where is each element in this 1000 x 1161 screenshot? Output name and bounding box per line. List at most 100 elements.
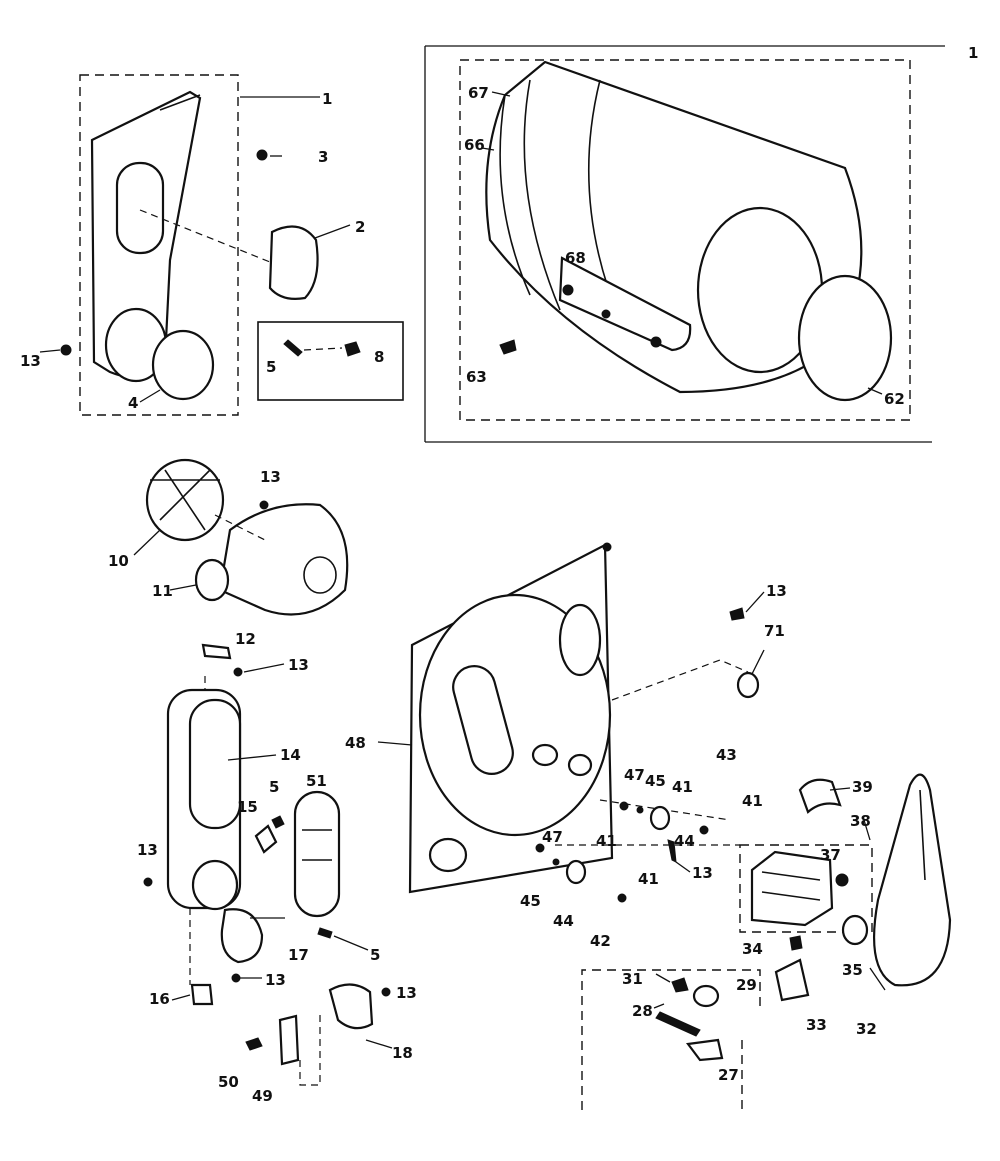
baffle-screw-3 (650, 336, 662, 348)
screw-part-13-duct (143, 877, 153, 887)
label-34: 34 (742, 940, 763, 958)
label-47a: 47 (624, 766, 645, 784)
leader-2 (314, 224, 351, 239)
leader-39 (829, 787, 851, 791)
label-1: 1 (322, 90, 332, 108)
label-8: 8 (374, 348, 384, 366)
leader-66 (481, 147, 495, 151)
leader-62 (867, 387, 883, 395)
figure-id: 1 (968, 44, 978, 62)
leader-16 (171, 994, 191, 1001)
label-45b: 45 (520, 892, 541, 910)
grommet-part-71 (736, 671, 760, 699)
screw-part-5-duct (271, 815, 285, 829)
label-14: 14 (280, 746, 301, 764)
bulkhead-hole-2 (531, 743, 559, 767)
bulkhead-hole-1 (428, 837, 468, 873)
motor-frame (739, 844, 873, 933)
front-panel-top-edge (159, 94, 201, 111)
clip-part-8 (344, 341, 361, 357)
washer-part-45-upper (636, 806, 644, 814)
screw-part-13-thermostat (231, 973, 241, 983)
label-41c: 41 (596, 832, 617, 850)
screw-part-13-clip (233, 667, 243, 677)
label-63: 63 (466, 368, 487, 386)
leader-10 (133, 529, 161, 556)
inset-box (257, 321, 404, 401)
leader-38 (863, 819, 871, 841)
screw-part-5-filter (317, 927, 333, 939)
idler-shaft-part-28 (655, 1011, 701, 1037)
screw-part-13-bulkhead (729, 607, 745, 621)
drum-seal-part-62 (797, 274, 893, 402)
pulley-part-35 (841, 914, 869, 946)
fuse-holder-part-18 (328, 983, 374, 1030)
inset-alignment-line (303, 347, 343, 351)
label-5c: 5 (370, 946, 380, 964)
clip-part-12 (201, 643, 232, 660)
label-49: 49 (252, 1087, 273, 1105)
screw-part-41-lower (617, 893, 627, 903)
label-33: 33 (806, 1016, 827, 1034)
roller-part-44-lower (565, 859, 587, 885)
bulkhead-air-inlet (452, 665, 514, 775)
blower-housing-part-11 (218, 503, 349, 616)
label-10: 10 (108, 552, 129, 570)
label-13e: 13 (265, 971, 286, 989)
baffle-screw-1 (562, 284, 574, 296)
blower-housing-hub (303, 556, 337, 594)
leader-71 (751, 649, 765, 675)
bulkhead-corner-screw (602, 542, 612, 552)
screw-part-41-upper (699, 825, 709, 835)
label-13b: 13 (260, 468, 281, 486)
screw-part-5-inset (283, 339, 303, 357)
leader-13a (39, 349, 61, 353)
label-31: 31 (622, 970, 643, 988)
roller-part-44-upper (649, 805, 671, 831)
blower-housing-inlet (194, 558, 230, 602)
clip-part-39 (798, 778, 842, 814)
label-41a: 41 (672, 778, 693, 796)
drum-rib-1 (523, 79, 561, 311)
label-13a: 13 (20, 352, 41, 370)
leader-31 (655, 973, 671, 983)
belt-inner-line (919, 789, 926, 881)
motor-group: 39 38 37 34 35 33 32 (739, 773, 952, 1038)
leader-13g (745, 591, 765, 613)
label-5b: 5 (269, 778, 279, 796)
label-27: 27 (718, 1066, 739, 1084)
drum-group: 67 66 68 63 62 (424, 45, 945, 443)
thermostat-part-16 (190, 983, 214, 1006)
idler-pulley-part-29 (692, 984, 720, 1008)
leader-4 (139, 389, 161, 403)
label-39: 39 (852, 778, 873, 796)
label-12: 12 (235, 630, 256, 648)
label-66: 66 (464, 136, 485, 154)
screw-part-13-blower (259, 500, 269, 510)
label-13c: 13 (288, 656, 309, 674)
leader-14 (227, 754, 277, 761)
label-41d: 41 (638, 870, 659, 888)
label-5a: 5 (266, 358, 276, 376)
screw-part-13-fuse (381, 987, 391, 997)
label-11: 11 (152, 582, 173, 600)
drum-rear-edge (499, 94, 531, 296)
bracket-part-33 (774, 958, 810, 1002)
label-38: 38 (850, 812, 871, 830)
duct-group: 12 13 14 15 5 51 13 17 5 16 13 13 18 50 … (137, 630, 417, 1105)
label-67: 67 (468, 84, 489, 102)
leader-5c (333, 935, 369, 951)
label-13f: 13 (396, 984, 417, 1002)
label-41b: 41 (742, 792, 763, 810)
exhaust-duct-outlet (191, 859, 239, 911)
lint-filter-part-51 (293, 790, 341, 918)
leader-48 (377, 741, 413, 746)
screw-part-50 (245, 1037, 263, 1051)
label-4: 4 (128, 394, 138, 412)
label-37: 37 (820, 846, 841, 864)
label-50: 50 (218, 1073, 239, 1091)
motor-part-38 (750, 850, 834, 927)
label-16: 16 (149, 990, 170, 1008)
lint-filter-lines (302, 829, 332, 861)
